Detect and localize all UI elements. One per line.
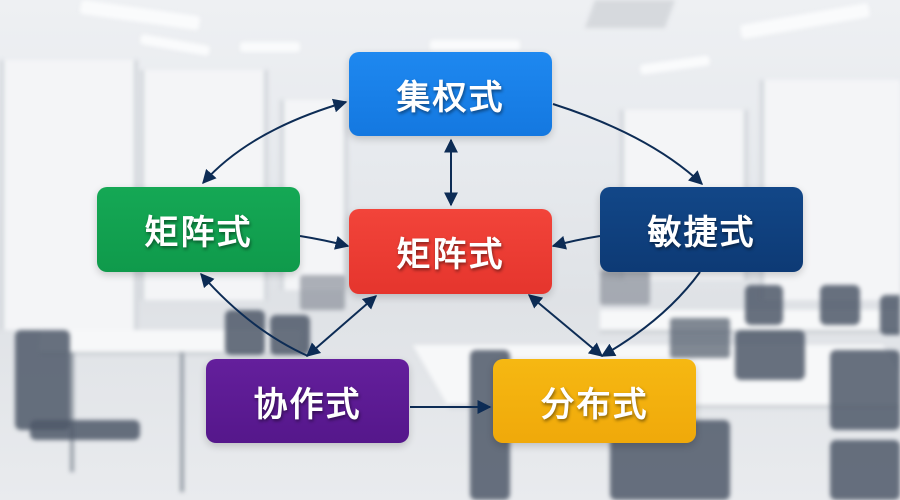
node-matrix-left: 矩阵式 [97, 187, 300, 272]
node-distributed: 分布式 [493, 359, 696, 443]
node-collaborative: 协作式 [206, 359, 409, 443]
node-label: 分布式 [540, 384, 649, 425]
arrow-top-left [202, 98, 348, 185]
node-label: 集权式 [396, 77, 505, 118]
arrow-center-bottomleft [305, 295, 378, 357]
node-centralized: 集权式 [349, 52, 552, 136]
arrow-right-bottomright [600, 271, 701, 357]
arrow-right-center [551, 235, 601, 250]
node-agile: 敏捷式 [600, 187, 803, 272]
arrow-left-center [299, 235, 350, 250]
node-label: 矩阵式 [396, 235, 505, 275]
node-matrix-center: 矩阵式 [349, 209, 552, 294]
node-label: 敏捷式 [647, 213, 756, 253]
node-label: 矩阵式 [144, 213, 253, 253]
arrow-center-bottomright [527, 294, 604, 357]
arrow-bottomleft-left [200, 272, 309, 357]
arrow-top-right [552, 103, 704, 185]
node-label: 协作式 [253, 384, 362, 425]
